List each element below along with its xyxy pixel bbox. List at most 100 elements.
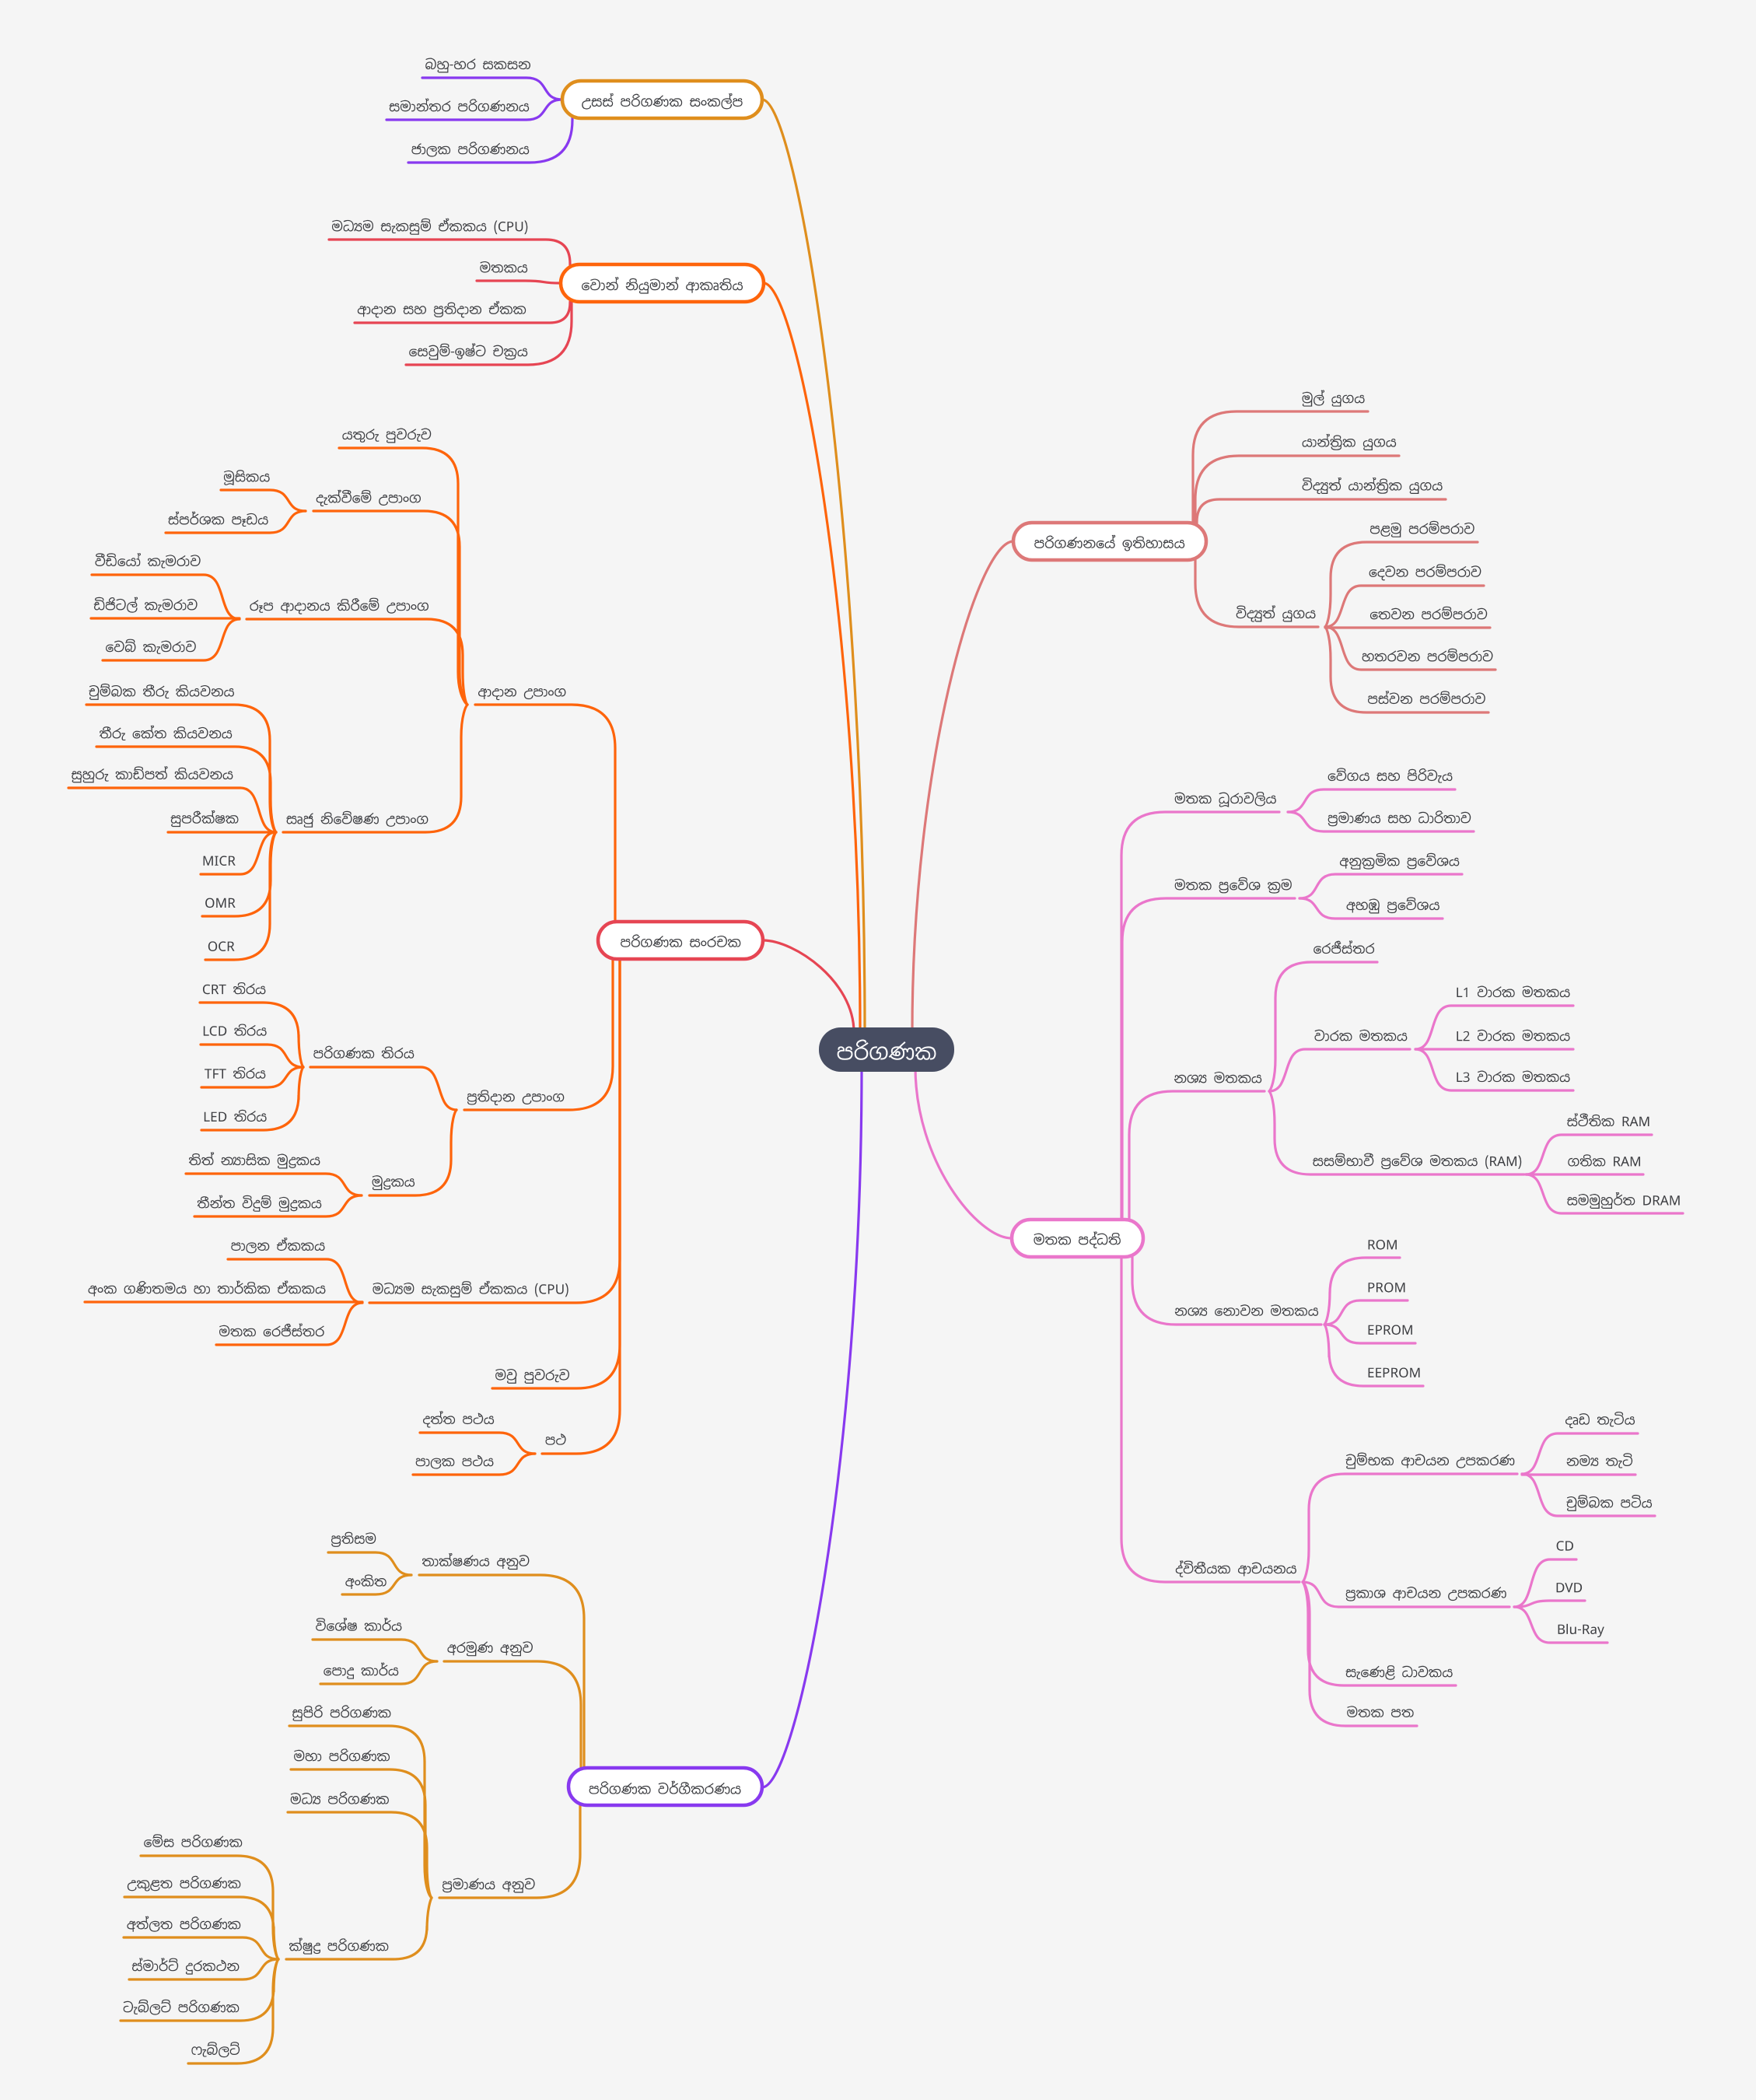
node-label[interactable]: [1174, 1304, 1319, 1316]
node-label[interactable]: [219, 1323, 324, 1337]
node-label[interactable]: [1369, 564, 1481, 581]
node-label[interactable]: [1345, 1665, 1453, 1680]
node-label[interactable]: [1314, 1029, 1408, 1041]
node-label[interactable]: [1302, 390, 1365, 407]
node-label[interactable]: [1566, 1453, 1633, 1468]
node-label[interactable]: [203, 1024, 267, 1036]
node-label[interactable]: [331, 1531, 376, 1547]
node-label[interactable]: [1368, 1240, 1397, 1250]
node-label[interactable]: [1368, 1325, 1412, 1335]
node-label[interactable]: [1347, 1706, 1414, 1717]
node-label[interactable]: [316, 1618, 402, 1631]
node-label[interactable]: [1565, 1412, 1635, 1429]
node-label[interactable]: [106, 639, 196, 654]
node-label[interactable]: [480, 261, 528, 273]
node-label[interactable]: [123, 1999, 240, 2015]
node-label[interactable]: [292, 1705, 391, 1721]
node-label[interactable]: [202, 982, 266, 995]
node-label[interactable]: [477, 688, 566, 701]
node-label[interactable]: [422, 1552, 530, 1570]
node-label[interactable]: [188, 1152, 320, 1169]
branch-node[interactable]: [566, 1766, 764, 1808]
node-label[interactable]: [1327, 768, 1453, 783]
node-label[interactable]: [1567, 1113, 1649, 1127]
node-label[interactable]: [1302, 433, 1397, 450]
node-label[interactable]: [205, 898, 236, 908]
node-label[interactable]: [131, 1958, 240, 1975]
node-label[interactable]: [1236, 605, 1316, 622]
node-label[interactable]: [372, 1175, 415, 1191]
node-label[interactable]: [1369, 606, 1488, 620]
node-label[interactable]: [467, 1090, 565, 1106]
node-label[interactable]: [545, 1433, 566, 1445]
node-label[interactable]: [415, 1454, 494, 1469]
node-label[interactable]: [425, 58, 531, 73]
node-label[interactable]: [1314, 940, 1375, 954]
node-label[interactable]: [1368, 1367, 1420, 1378]
node-label[interactable]: [231, 1237, 325, 1254]
node-label[interactable]: [127, 1875, 241, 1892]
node-label[interactable]: [1556, 1583, 1583, 1593]
node-label[interactable]: [208, 941, 235, 951]
node-label[interactable]: [1327, 810, 1471, 827]
node-label[interactable]: [411, 142, 530, 157]
node-label[interactable]: [373, 1280, 568, 1298]
node-label[interactable]: [1566, 1494, 1653, 1511]
node-label[interactable]: [197, 1195, 322, 1212]
node-label[interactable]: [223, 470, 270, 485]
node-label[interactable]: [442, 1878, 535, 1893]
node-label[interactable]: [324, 1662, 399, 1679]
node-label[interactable]: [1368, 1283, 1405, 1293]
node-label[interactable]: [1174, 877, 1292, 894]
node-label[interactable]: [88, 1280, 326, 1297]
node-label[interactable]: [1302, 477, 1443, 495]
branch-node[interactable]: [1009, 1217, 1146, 1259]
branch-node[interactable]: [1011, 520, 1209, 562]
node-label[interactable]: [89, 683, 234, 700]
node-label[interactable]: [1174, 1071, 1262, 1083]
node-label[interactable]: [204, 1109, 267, 1122]
node-label[interactable]: [495, 1368, 570, 1384]
node-label[interactable]: [289, 1937, 389, 1955]
node-label[interactable]: [1362, 648, 1493, 662]
node-label[interactable]: [1558, 1623, 1604, 1638]
node-label[interactable]: [1457, 1029, 1570, 1041]
node-label[interactable]: [1174, 791, 1276, 807]
node-label[interactable]: [250, 597, 429, 614]
node-label[interactable]: [1568, 1154, 1640, 1167]
node-label[interactable]: [1367, 691, 1485, 705]
node-label[interactable]: [422, 1411, 495, 1428]
node-label[interactable]: [345, 1574, 387, 1589]
node-label[interactable]: [409, 343, 528, 360]
node-label[interactable]: [342, 428, 432, 443]
node-label[interactable]: [313, 1045, 415, 1059]
node-label[interactable]: [357, 301, 526, 318]
node-label[interactable]: [290, 1791, 389, 1804]
node-label[interactable]: [99, 725, 233, 741]
node-label[interactable]: [1345, 1452, 1515, 1469]
node-label[interactable]: [127, 1916, 241, 1932]
node-label[interactable]: [1567, 1192, 1680, 1209]
node-label[interactable]: [1457, 1070, 1570, 1083]
node-label[interactable]: [1369, 520, 1474, 537]
node-label[interactable]: [1457, 985, 1570, 998]
node-label[interactable]: [389, 98, 530, 112]
node-label[interactable]: [203, 856, 236, 866]
node-label[interactable]: [1313, 1153, 1522, 1170]
node-label[interactable]: [331, 218, 528, 235]
node-label[interactable]: [72, 766, 233, 783]
node-label[interactable]: [1556, 1541, 1573, 1551]
node-label[interactable]: [286, 810, 429, 828]
node-label[interactable]: [294, 1748, 390, 1762]
node-label[interactable]: [168, 511, 268, 527]
node-label[interactable]: [191, 2042, 240, 2058]
node-label[interactable]: [447, 1641, 533, 1657]
node-label[interactable]: [1339, 852, 1460, 870]
node-label[interactable]: [205, 1066, 266, 1079]
node-label[interactable]: [93, 597, 198, 613]
node-label[interactable]: [1345, 1587, 1506, 1601]
node-label[interactable]: [144, 1834, 243, 1847]
node-label[interactable]: [95, 553, 201, 569]
node-label[interactable]: [316, 489, 422, 507]
node-label[interactable]: [1346, 897, 1439, 914]
